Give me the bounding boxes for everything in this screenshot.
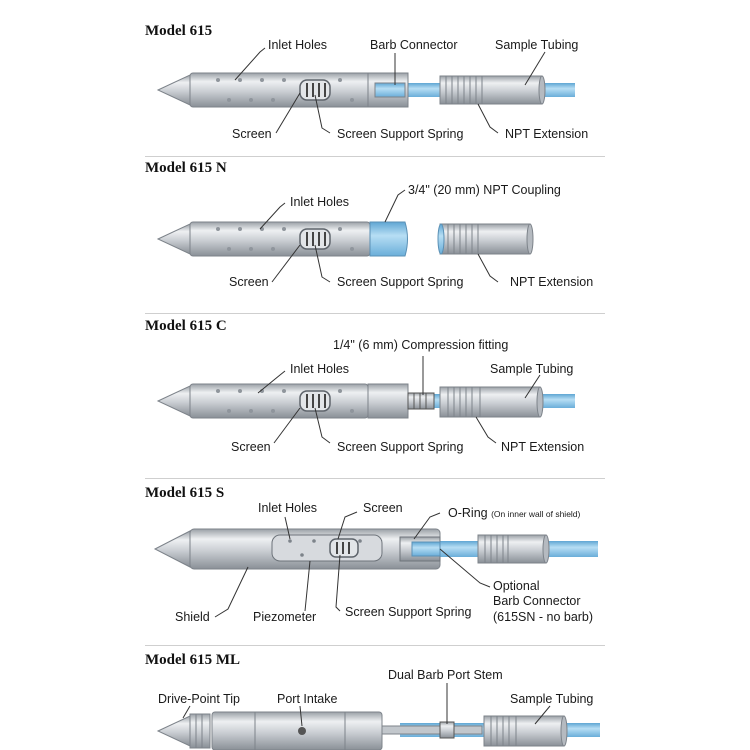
label-port-intake: Port Intake	[277, 692, 338, 706]
label-npt-extension: NPT Extension	[510, 275, 594, 289]
leader-lines	[257, 356, 541, 444]
label-piezometer: Piezometer	[253, 610, 317, 624]
label-sample-tubing: Sample Tubing	[490, 362, 574, 376]
label-no-barb: (615SN - no barb)	[493, 610, 594, 624]
label-npt-extension: NPT Extension	[501, 440, 585, 454]
label-npt-extension: NPT Extension	[505, 127, 589, 141]
label-screen-support-spring: Screen Support Spring	[337, 127, 464, 141]
label-barb-connector: Barb Connector	[370, 38, 458, 52]
model-615-c-drawing	[156, 356, 575, 444]
divider	[145, 645, 605, 646]
label-sample-tubing: Sample Tubing	[510, 692, 594, 706]
model-615-drawing	[156, 47, 575, 134]
panel-model-615-c: Model 615 C	[0, 313, 750, 479]
label-inlet-holes: Inlet Holes	[290, 195, 350, 209]
inlet-holes	[216, 78, 354, 102]
label-optional: Optional	[493, 579, 540, 593]
screen-window	[299, 228, 331, 250]
label-dual-barb-port-stem: Dual Barb Port Stem	[388, 668, 503, 682]
inlet-holes	[216, 389, 354, 413]
label-drive-point-tip: Drive-Point Tip	[158, 692, 240, 706]
label-screen: Screen	[229, 275, 269, 289]
divider	[145, 156, 605, 157]
model-615-s-drawing	[153, 511, 598, 618]
panel-model-615: Model 615	[0, 0, 750, 157]
npt-extension	[439, 386, 544, 418]
npt-extension	[477, 534, 550, 564]
label-npt-coupling: 3/4" (20 mm) NPT Coupling	[408, 183, 561, 197]
label-inlet-holes: Inlet Holes	[258, 501, 318, 515]
o-ring-note: (On inner wall of shield)	[491, 509, 581, 519]
label-o-ring: O-Ring (On inner wall of shield)	[448, 506, 580, 521]
model-title: Model 615 ML	[145, 652, 240, 668]
label-barb-connector: Barb Connector	[493, 594, 581, 608]
label-screen: Screen	[231, 440, 271, 454]
npt-extension	[437, 223, 534, 255]
label-compression-fitting: 1/4" (6 mm) Compression fitting	[333, 338, 509, 352]
piezometer	[271, 534, 383, 562]
npt-extension	[483, 715, 568, 747]
label-sample-tubing: Sample Tubing	[495, 38, 579, 52]
drive-point-body	[156, 72, 409, 108]
inlet-holes	[216, 227, 354, 251]
label-screen-support-spring: Screen Support Spring	[345, 605, 472, 619]
panel-model-615-n: Model 615 N Inlet Hol	[0, 157, 750, 314]
screen-window	[299, 79, 331, 101]
leader-lines	[259, 189, 499, 283]
drive-point-body	[156, 383, 409, 419]
label-screen: Screen	[232, 127, 272, 141]
leader-lines	[214, 511, 491, 618]
barb-connector	[399, 536, 441, 562]
label-screen: Screen	[363, 501, 403, 515]
label-shield: Shield	[175, 610, 210, 624]
model-615-ml-drawing	[156, 683, 600, 750]
panel-model-615-s: Model 615 S	[0, 479, 750, 646]
npt-extension	[439, 75, 546, 105]
panel-model-615-ml: Model 615 ML Dual Barb	[0, 646, 750, 750]
label-inlet-holes: Inlet Holes	[290, 362, 350, 376]
screen-window	[299, 390, 331, 412]
model-615-n-drawing	[156, 189, 534, 283]
model-title: Model 615	[145, 23, 213, 39]
port-intake	[211, 711, 383, 750]
leader-lines	[234, 47, 546, 134]
divider	[145, 478, 605, 479]
drive-point-body	[156, 221, 408, 257]
o-ring-text: O-Ring	[448, 506, 488, 520]
model-title: Model 615 N	[145, 160, 227, 176]
model-title: Model 615 S	[145, 485, 225, 501]
label-screen-support-spring: Screen Support Spring	[337, 440, 464, 454]
label-inlet-holes: Inlet Holes	[268, 38, 328, 52]
drive-point-tip	[156, 713, 211, 749]
leader-lines	[182, 683, 551, 727]
label-screen-support-spring: Screen Support Spring	[337, 275, 464, 289]
model-title: Model 615 C	[145, 318, 227, 334]
compression-fitting	[407, 392, 435, 410]
divider	[145, 313, 605, 314]
